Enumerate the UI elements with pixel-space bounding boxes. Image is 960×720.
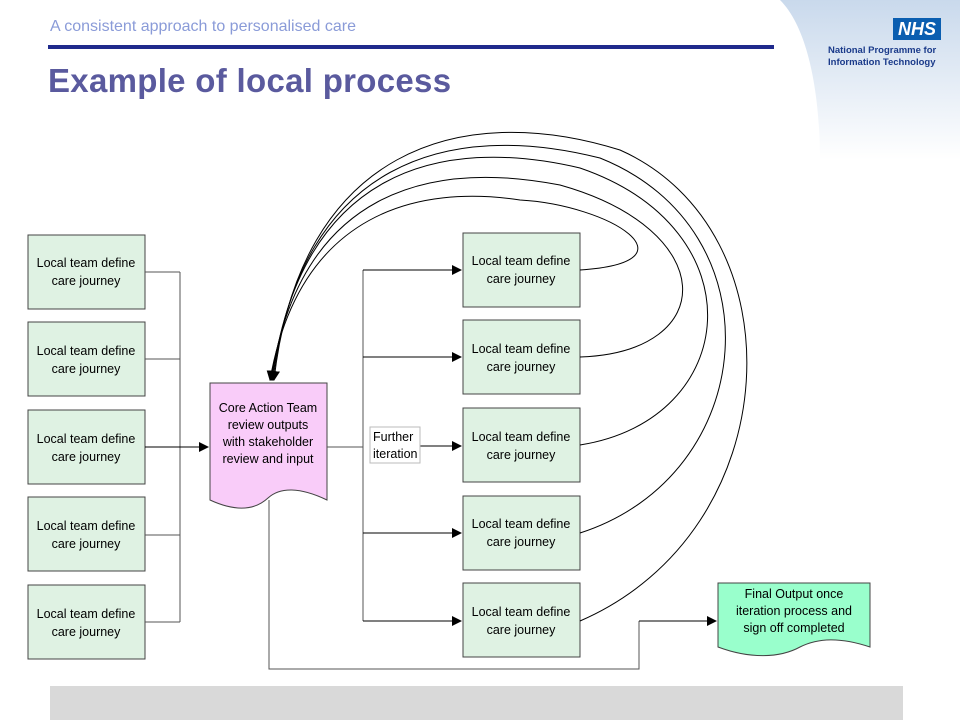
right-box-3: Local team define care journey xyxy=(462,407,581,483)
header-swoosh xyxy=(780,0,960,160)
nhs-logo: NHS xyxy=(893,18,941,40)
final-output-line-1: Final Output once xyxy=(745,587,844,601)
left-box-5-line-1: Local team define xyxy=(37,607,136,621)
left-box-2: Local team define care journey xyxy=(27,321,146,397)
right-box-2-line-2: care journey xyxy=(487,360,557,374)
left-box-3: Local team define care journey xyxy=(27,409,146,485)
further-iteration-line-1: Further xyxy=(373,430,413,444)
left-box-5-line-2: care journey xyxy=(52,625,122,639)
right-box-2: Local team define care journey xyxy=(462,319,581,395)
left-box-3-line-2: care journey xyxy=(52,450,122,464)
right-box-4-line-1: Local team define xyxy=(472,517,571,531)
presentation-tagline: A consistent approach to personalised ca… xyxy=(50,18,356,35)
right-box-5-line-1: Local team define xyxy=(472,605,571,619)
core-team-line-3: with stakeholder xyxy=(222,435,313,449)
left-box-4: Local team define care journey xyxy=(27,496,146,572)
final-output-line-2: iteration process and xyxy=(736,604,852,618)
right-box-5: Local team define care journey xyxy=(462,582,581,658)
core-team-line-1: Core Action Team xyxy=(219,401,317,415)
right-box-1-line-1: Local team define xyxy=(472,254,571,268)
right-connectors xyxy=(327,265,462,626)
right-box-2-line-1: Local team define xyxy=(472,342,571,356)
feedback-curves xyxy=(266,131,748,622)
right-box-3-line-2: care journey xyxy=(487,448,557,462)
core-action-team-node: Core Action Team review outputs with sta… xyxy=(209,382,328,509)
footer-bar xyxy=(50,686,903,720)
left-box-5: Local team define care journey xyxy=(27,584,146,660)
header-rule xyxy=(48,45,774,49)
core-team-line-4: review and input xyxy=(222,452,314,466)
left-box-4-line-2: care journey xyxy=(52,537,122,551)
right-box-1-line-2: care journey xyxy=(487,272,557,286)
right-box-5-line-2: care journey xyxy=(487,623,557,637)
left-box-1: Local team define care journey xyxy=(27,234,146,310)
final-connector xyxy=(268,500,717,670)
final-output-node: Final Output once iteration process and … xyxy=(717,582,871,657)
further-iteration-line-2: iteration xyxy=(373,447,418,461)
left-box-1-line-1: Local team define xyxy=(37,256,136,270)
programme-name: National Programme for Information Techn… xyxy=(828,45,956,69)
left-connectors xyxy=(145,271,209,623)
page-title: Example of local process xyxy=(48,62,452,99)
final-output-line-3: sign off completed xyxy=(743,621,844,635)
left-box-2-line-1: Local team define xyxy=(37,344,136,358)
programme-line-1: National Programme for xyxy=(828,45,937,56)
left-box-2-line-2: care journey xyxy=(52,362,122,376)
core-team-line-2: review outputs xyxy=(228,418,309,432)
right-box-4-line-2: care journey xyxy=(487,535,557,549)
further-iteration-label: Further iteration xyxy=(369,426,421,464)
left-box-3-line-1: Local team define xyxy=(37,432,136,446)
left-box-4-line-1: Local team define xyxy=(37,519,136,533)
right-box-4: Local team define care journey xyxy=(462,495,581,571)
programme-line-2: Information Technology xyxy=(828,57,936,68)
right-box-3-line-1: Local team define xyxy=(472,430,571,444)
right-box-1: Local team define care journey xyxy=(462,232,581,308)
left-box-1-line-2: care journey xyxy=(52,274,122,288)
